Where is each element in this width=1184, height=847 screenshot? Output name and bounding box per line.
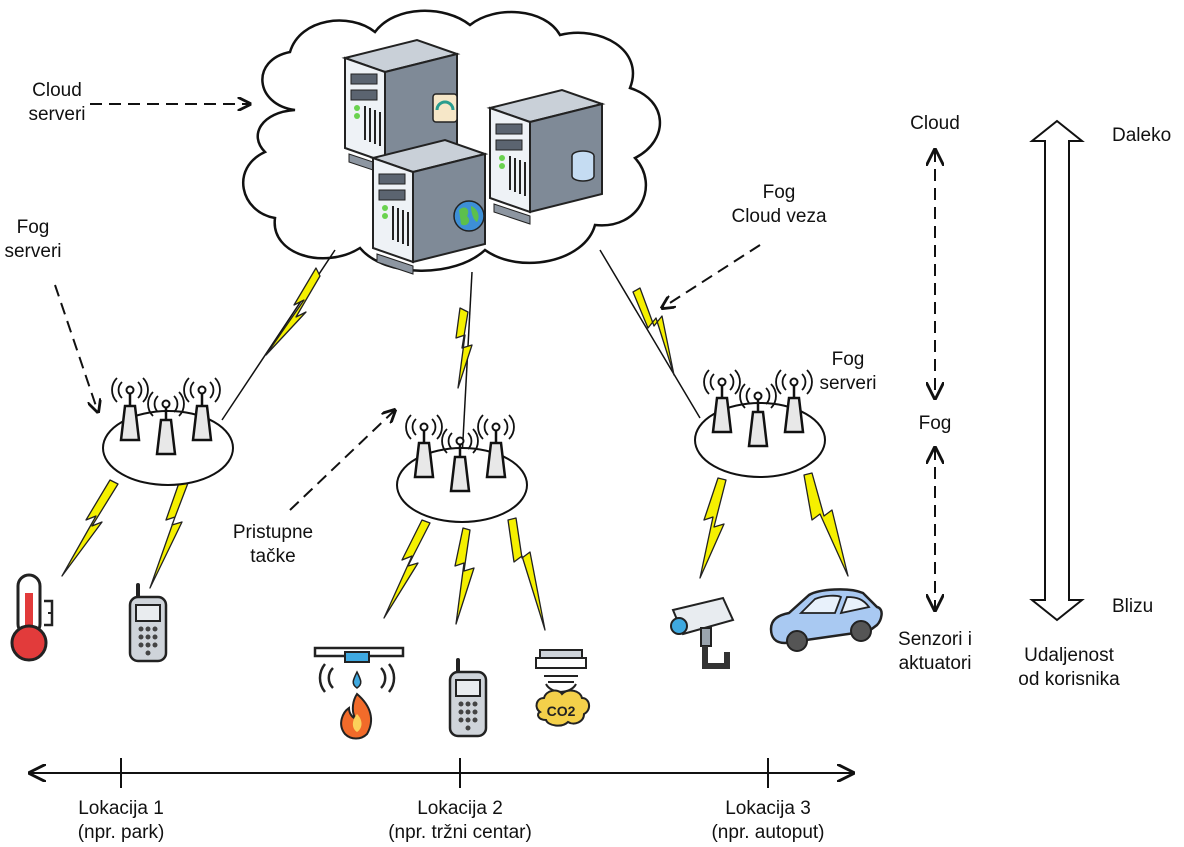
- location-label-3: Lokacija 3 (npr. autoput): [688, 797, 848, 845]
- bolt-cloud-fog1: [265, 267, 321, 356]
- bolt-cloud-fog3: [632, 287, 675, 376]
- layer-label-fog: Fog: [918, 413, 952, 434]
- bolt-fog1-phone: [149, 479, 189, 589]
- location-1-example: (npr. park): [77, 822, 165, 843]
- label-fog-cloud-link: Fog Cloud veza: [714, 181, 844, 229]
- bolt-fog2-co2: [507, 517, 546, 631]
- location-3-example: (npr. autoput): [711, 822, 825, 843]
- location-1-name: Lokacija 1: [78, 798, 164, 819]
- lightning-bolts: [61, 267, 849, 631]
- distance-caption-line1: Udaljenost: [1024, 645, 1114, 666]
- bolt-fog1-thermo: [61, 479, 119, 577]
- arrow-fog-servers: [54, 284, 98, 412]
- distance-label-near: Blizu: [1112, 596, 1154, 617]
- layer-label-sensors-line1: Senzori i: [898, 629, 972, 650]
- layer-label-sensors: Senzori i aktuatori: [880, 628, 990, 676]
- label-access-points-line2: tačke: [250, 546, 296, 567]
- label-cloud-servers-line1: Cloud: [32, 80, 82, 101]
- location-label-1: Lokacija 1 (npr. park): [46, 797, 196, 845]
- co2-badge: CO2: [547, 703, 576, 719]
- distance-double-arrow: [1029, 119, 1085, 622]
- phone-icon-location-1: [128, 583, 168, 663]
- label-fog-cloud-link-line2: Cloud veza: [731, 206, 827, 227]
- arrow-fog-cloud-link: [662, 244, 761, 308]
- label-fog-servers-right-line2: serveri: [819, 373, 877, 394]
- layer-label-sensors-line2: aktuatori: [898, 653, 972, 674]
- location-2-name: Lokacija 2: [417, 798, 503, 819]
- phone-icon-location-2: [448, 658, 488, 738]
- label-cloud-servers-line2: serveri: [28, 104, 86, 125]
- label-cloud-servers: Cloud serveri: [18, 79, 96, 127]
- co2-detector-icon: CO2: [535, 649, 590, 727]
- cloud-server-gauge: [344, 39, 458, 175]
- label-access-points: Pristupne tačke: [224, 521, 322, 569]
- location-3-name: Lokacija 3: [725, 798, 811, 819]
- bolt-fog3-car: [803, 472, 849, 577]
- distance-caption: Udaljenost od korisnika: [1004, 644, 1134, 692]
- label-fog-servers-right-line1: Fog: [831, 349, 865, 370]
- fog-node-location-2: [397, 415, 527, 522]
- label-fog-servers-right: Fog serveri: [810, 348, 886, 396]
- label-fog-servers-left-line2: serveri: [4, 241, 62, 262]
- fog-node-location-1: [103, 378, 233, 485]
- label-access-points-line1: Pristupne: [232, 522, 314, 543]
- label-fog-servers-left: Fog serveri: [0, 216, 66, 264]
- sprinkler-fire-icon: [313, 646, 405, 740]
- location-label-2: Lokacija 2 (npr. tržni centar): [370, 797, 550, 845]
- bolt-fog2-sprinkler: [383, 519, 431, 619]
- location-2-example: (npr. tržni centar): [388, 822, 532, 843]
- layer-label-cloud: Cloud: [910, 113, 960, 134]
- car-icon: [769, 588, 883, 652]
- security-camera-icon: [670, 596, 735, 669]
- bolt-fog3-camera: [699, 477, 727, 579]
- label-fog-cloud-link-line1: Fog: [762, 182, 796, 203]
- bolt-cloud-fog2: [455, 307, 473, 389]
- label-fog-servers-left-line1: Fog: [16, 217, 50, 238]
- thermometer-icon: [10, 573, 54, 662]
- distance-label-far: Daleko: [1112, 125, 1172, 146]
- cloud-server-database: [489, 89, 603, 225]
- arrow-access-points: [289, 410, 395, 511]
- fog-node-location-3: [695, 370, 825, 477]
- distance-caption-line2: od korisnika: [1018, 669, 1120, 690]
- bolt-fog2-phone: [454, 527, 475, 625]
- cloud-server-web: [372, 139, 486, 275]
